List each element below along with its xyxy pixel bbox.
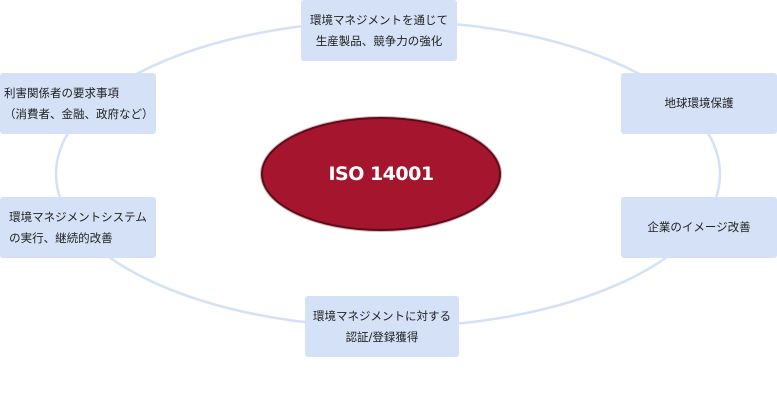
node-left-upper-label: 利害関係者の要求事項 （消費者、金融、政府など）: [4, 85, 154, 121]
node-right-lower-label: 企業のイメージ改善: [647, 220, 751, 234]
node-right-upper-box: 地球環境保護: [621, 73, 777, 134]
node-left-lower-label: 環境マネジメントシステム の実行、継続的改善: [9, 209, 147, 245]
node-top-box: 環境マネジメントを通じて 生産製品、競争力の強化: [301, 0, 457, 61]
center-label: ISO 14001: [328, 163, 434, 185]
node-bottom-box: 環境マネジメントに対する 認証/登録獲得: [305, 296, 459, 357]
node-left-upper-box: 利害関係者の要求事項 （消費者、金融、政府など）: [0, 73, 156, 134]
node-bottom-label: 環境マネジメントに対する 認証/登録獲得: [313, 308, 451, 344]
node-right-lower-box: 企業のイメージ改善: [621, 197, 777, 258]
node-left-lower-box: 環境マネジメントシステム の実行、継続的改善: [0, 197, 156, 258]
node-right-upper-label: 地球環境保護: [664, 96, 734, 110]
node-top-label: 環境マネジメントを通じて 生産製品、競争力の強化: [310, 12, 448, 48]
center-iso-ellipse: ISO 14001: [261, 117, 501, 231]
